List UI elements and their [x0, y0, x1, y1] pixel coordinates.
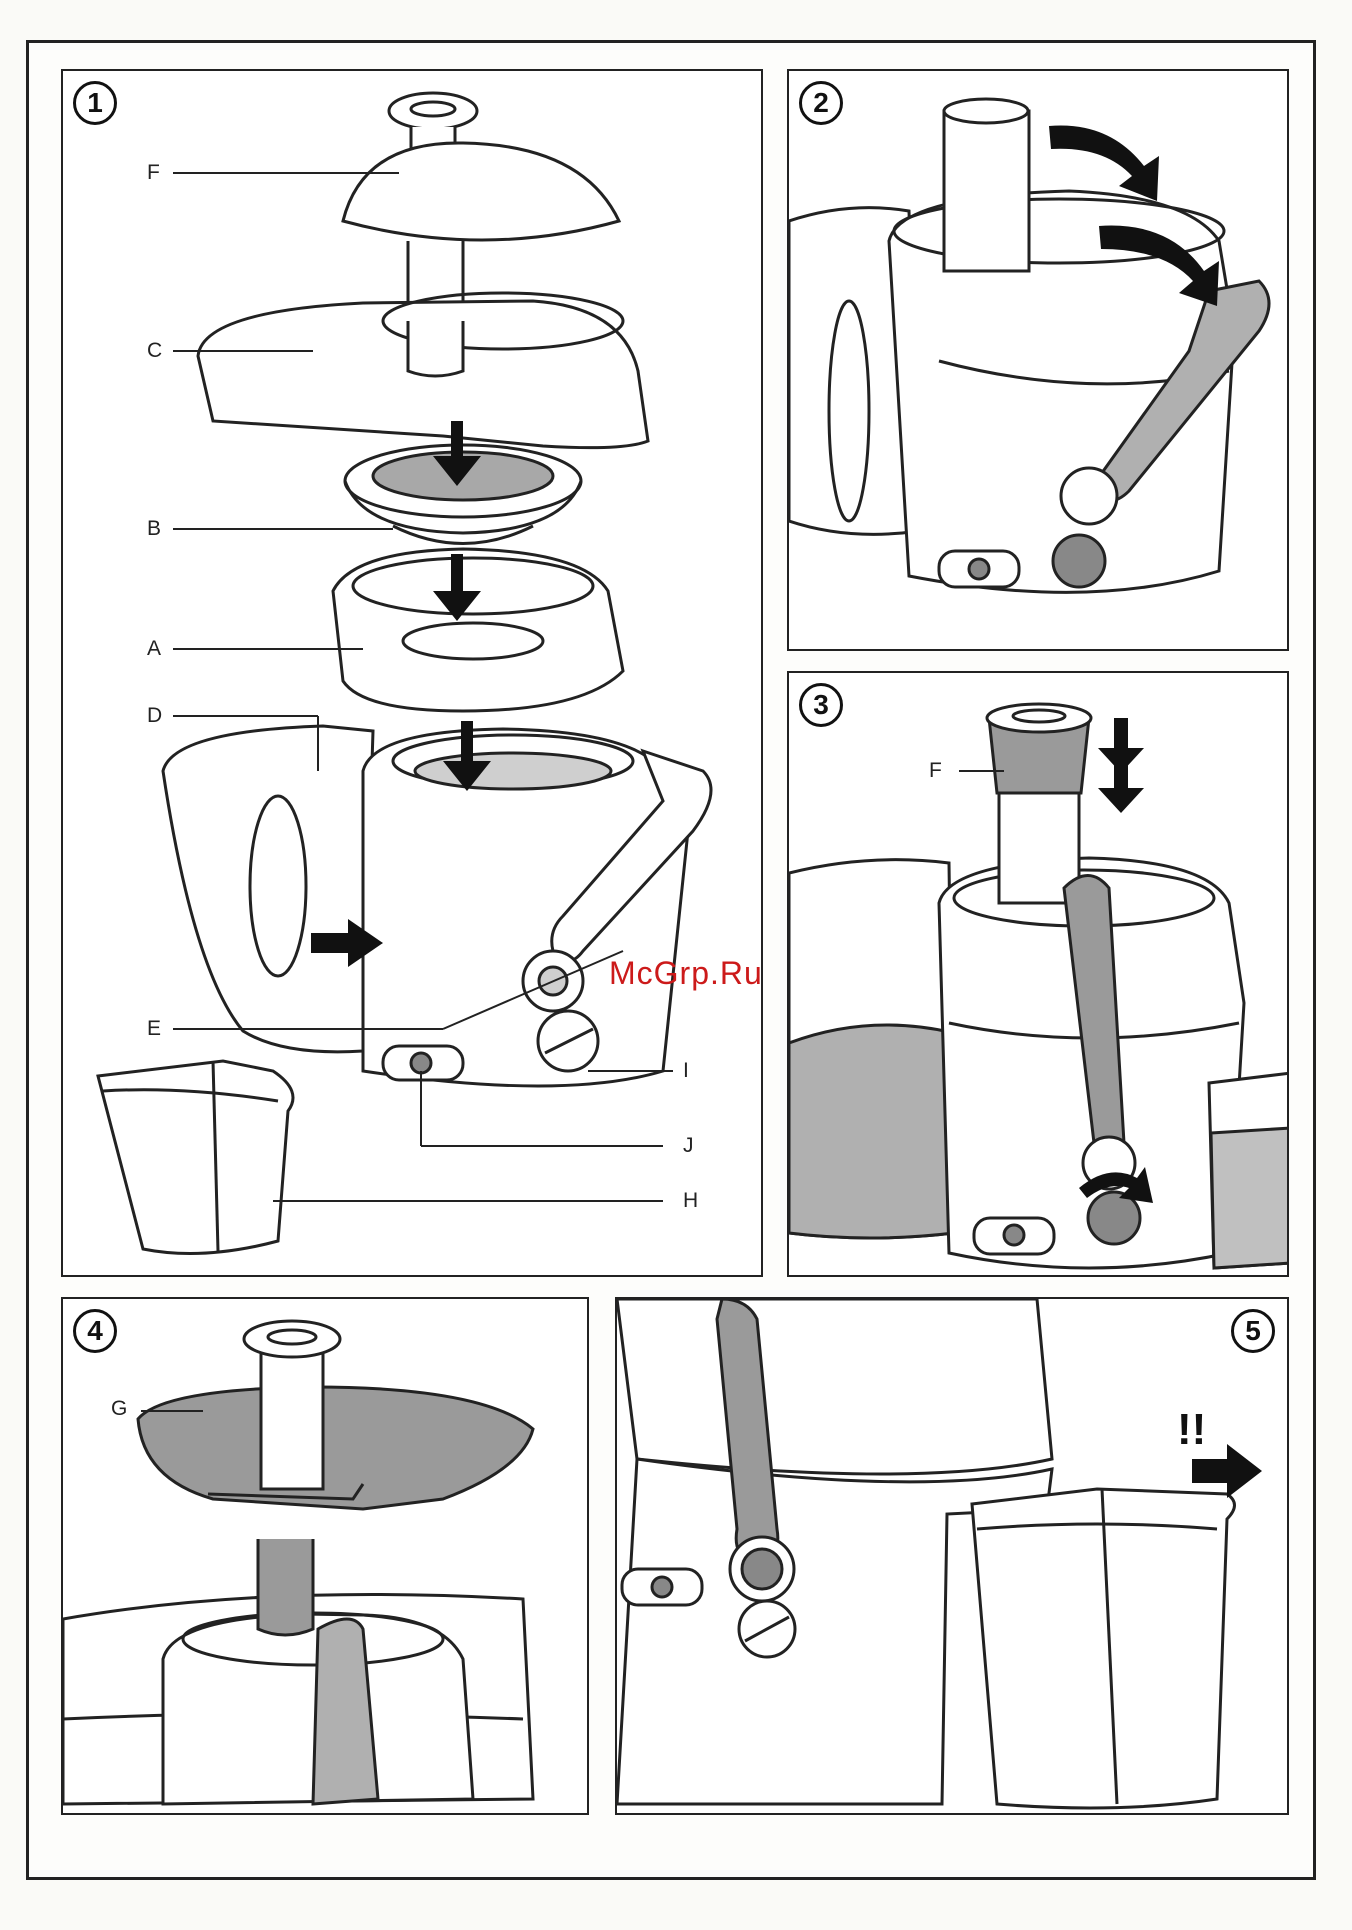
watermark-text: McGrp.Ru: [609, 955, 763, 992]
label-pulp-container-d: D: [147, 704, 162, 728]
panel-step-5: 5 !!: [615, 1297, 1289, 1815]
step-number-badge: 5: [1231, 1309, 1275, 1353]
step-number-badge: 4: [73, 1309, 117, 1353]
label-pusher-f: F: [929, 759, 942, 783]
label-frame-a: A: [147, 637, 161, 661]
label-filter-b: B: [147, 517, 161, 541]
panel-step-4: 4 G: [61, 1297, 589, 1815]
panel-step-2: 2: [787, 69, 1289, 651]
juicer-exploded-view: [63, 71, 763, 1277]
juicer-assembled-with-pusher: [789, 673, 1289, 1277]
juicer-lock-arm-release: [789, 71, 1289, 651]
panel-step-1: 1 F C B A D E I J H: [61, 69, 763, 1277]
label-pusher-f: F: [147, 161, 160, 185]
panel-step-3: 3 F: [787, 671, 1289, 1277]
label-cover-c: C: [147, 339, 162, 363]
label-lid-g: G: [111, 1397, 127, 1421]
manual-page: 1 F C B A D E I J H: [26, 40, 1316, 1880]
juicer-lid-g-closeup: [63, 1299, 589, 1815]
step-number-badge: 1: [73, 81, 117, 125]
step-number-badge: 3: [799, 683, 843, 727]
label-jug-h: H: [683, 1189, 698, 1213]
label-knob-i: I: [683, 1059, 689, 1083]
label-switch-j: J: [683, 1134, 694, 1158]
warning-mark: !!: [1177, 1405, 1206, 1455]
step-number-badge: 2: [799, 81, 843, 125]
label-arm-e: E: [147, 1017, 161, 1041]
juicer-remove-jug: [617, 1299, 1289, 1815]
